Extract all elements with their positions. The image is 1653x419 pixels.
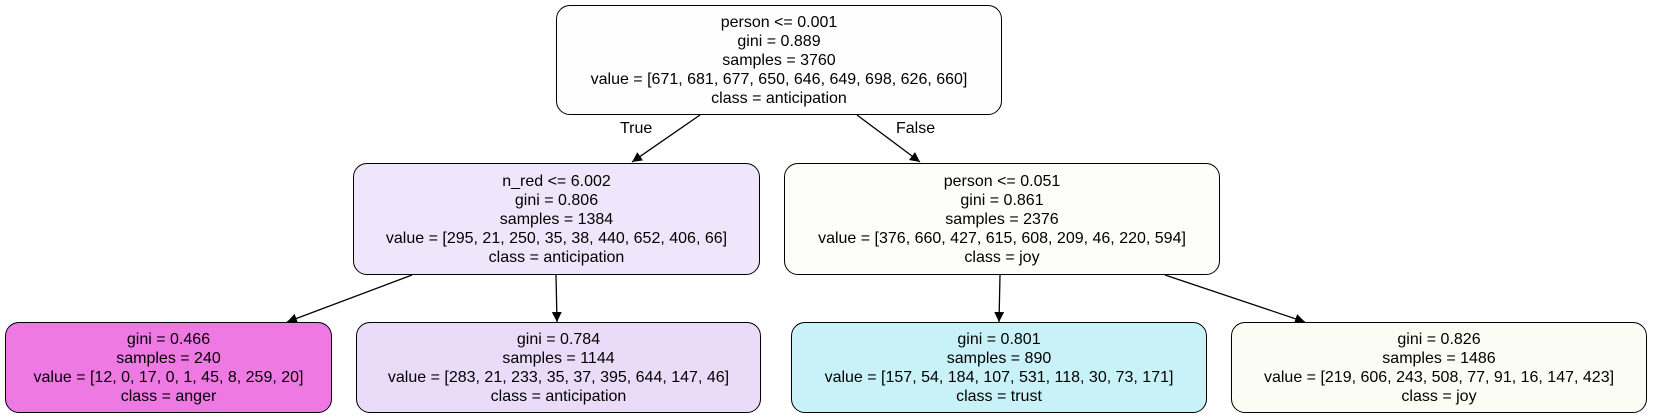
node-gini: gini = 0.466 [126,330,211,348]
node-split: n_red <= 6.002 [502,172,611,190]
edge-label-false: False [896,120,936,137]
edge-root-left [631,114,701,163]
edge-root-right [856,114,921,163]
node-value: value = [295, 21, 250, 35, 38, 440, 652,… [385,229,728,247]
node-samples: samples = 890 [946,349,1052,367]
node-value: value = [283, 21, 233, 35, 37, 395, 644,… [387,368,730,386]
node-gini: gini = 0.861 [960,191,1044,209]
node-gini: gini = 0.889 [737,32,821,50]
node-gini: gini = 0.806 [514,191,599,209]
tree-node-right: person <= 0.051 gini = 0.861 samples = 2… [784,163,1220,275]
node-samples: samples = 240 [116,349,221,367]
node-gini: gini = 0.784 [516,330,601,348]
node-class: class = anticipation [490,387,627,405]
node-class: class = anticipation [711,89,847,107]
edge-right-leaf4 [1164,274,1306,324]
tree-node-left: n_red <= 6.002 gini = 0.806 samples = 13… [353,163,760,275]
node-class: class = joy [964,248,1040,266]
edge-right-leaf3 [994,274,1005,323]
node-samples: samples = 1486 [1382,349,1496,367]
node-split: person <= 0.051 [943,172,1061,190]
node-class: class = trust [956,387,1042,405]
node-class: class = joy [1401,387,1477,405]
tree-leaf-2: gini = 0.784 samples = 1144 value = [283… [356,322,761,413]
node-value: value = [157, 54, 184, 107, 531, 118, 30… [824,368,1174,386]
node-value: value = [376, 660, 427, 615, 608, 209, 4… [818,229,1186,247]
edge-label-true: True [620,120,653,137]
tree-leaf-1: gini = 0.466 samples = 240 value = [12, … [5,322,332,413]
node-class: class = anger [120,387,217,405]
node-samples: samples = 1144 [502,349,615,367]
edge-left-leaf1 [286,274,413,324]
node-value: value = [671, 681, 677, 650, 646, 649, 6… [590,70,968,88]
node-samples: samples = 3760 [722,51,836,69]
node-value: value = [219, 606, 243, 508, 77, 91, 16,… [1263,368,1615,386]
node-samples: samples = 1384 [499,210,614,228]
node-gini: gini = 0.801 [957,330,1041,348]
node-split: person <= 0.001 [720,13,838,31]
node-gini: gini = 0.826 [1397,330,1481,348]
node-samples: samples = 2376 [945,210,1059,228]
tree-node-root: person <= 0.001 gini = 0.889 samples = 3… [556,5,1002,115]
node-value: value = [12, 0, 17, 0, 1, 45, 8, 259, 20… [33,368,304,386]
edge-left-leaf2 [551,274,562,323]
node-class: class = anticipation [488,248,625,266]
tree-leaf-3: gini = 0.801 samples = 890 value = [157,… [791,322,1207,413]
tree-leaf-4: gini = 0.826 samples = 1486 value = [219… [1231,322,1647,413]
